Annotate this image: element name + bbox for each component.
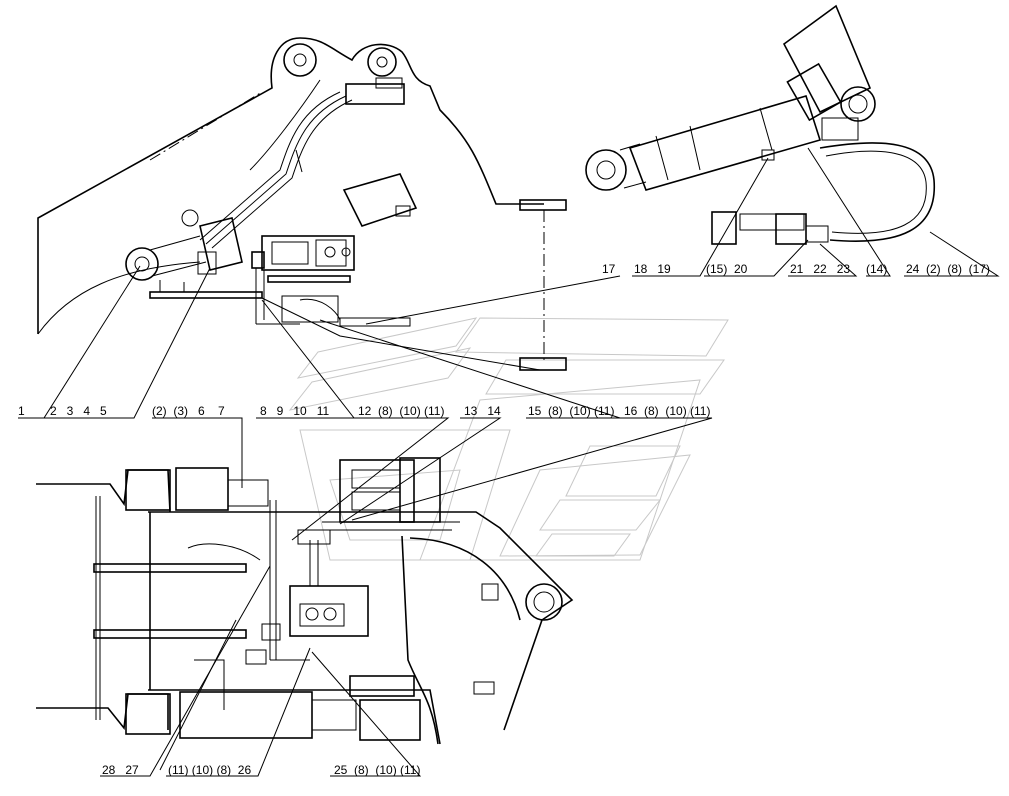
watermark-logo — [288, 317, 729, 561]
leader-lines — [18, 147, 1000, 777]
callout-14-ref: (14) — [866, 262, 887, 276]
cylinder-detail — [585, 4, 935, 245]
callout-24: 24 (2) (8) (17) — [906, 262, 990, 276]
callout-25: 25 (8) (10) (11) — [334, 763, 420, 777]
callout-17: 17 — [602, 262, 616, 276]
callout-labels: 1 2 3 4 5 (2) (3) 6 7 8 9 10 11 12 (8) (… — [18, 262, 990, 777]
callout-13-14: 13 14 — [464, 404, 501, 418]
callout-2-5: 2 3 4 5 — [50, 404, 107, 418]
plan-view — [36, 457, 574, 745]
callout-21-23: 21 22 23 — [790, 262, 850, 276]
callout-20: (15) 20 — [706, 262, 748, 276]
callout-1: 1 — [18, 404, 25, 418]
valve-block-side-view — [251, 235, 541, 371]
callout-12: 12 (8) (10) (11) — [358, 404, 444, 418]
boom-side-view — [37, 37, 567, 371]
callout-6-7: (2) (3) 6 7 — [152, 404, 225, 418]
callout-8-11: 8 9 10 11 — [260, 404, 329, 418]
callout-16: 16 (8) (10) (11) — [624, 404, 710, 418]
callout-15: 15 (8) (10) (11) — [528, 404, 614, 418]
callout-26: (11) (10) (8) 26 — [168, 763, 251, 777]
callout-18-19: 18 19 — [634, 262, 671, 276]
callout-28-27: 28 27 — [102, 763, 139, 777]
